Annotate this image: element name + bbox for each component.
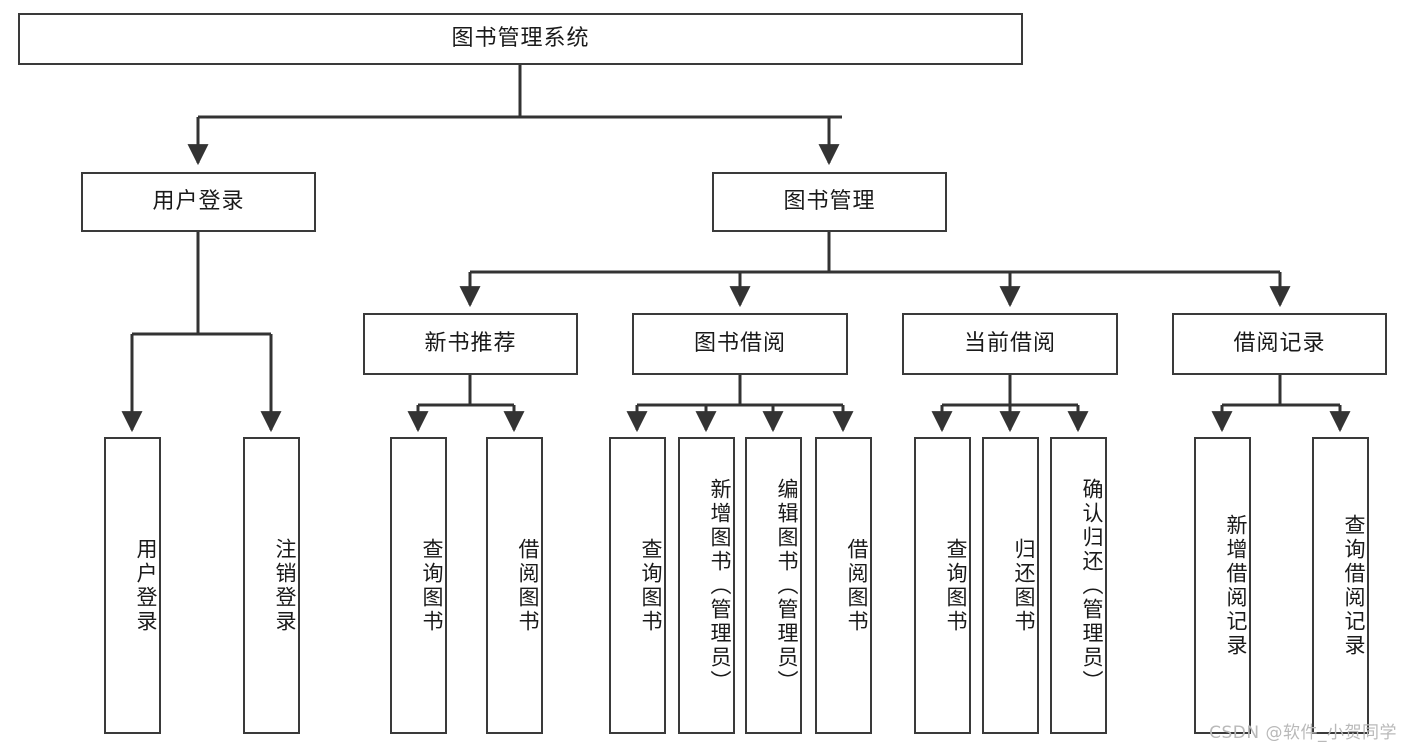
leaf-borrow-record-add[interactable]: 新增借阅记录	[1194, 437, 1251, 734]
leaf-book-borrow-edit[interactable]: 编辑图书（管理员）	[745, 437, 802, 734]
node-label: 查询借阅记录	[1342, 513, 1366, 658]
node-user-login[interactable]: 用户登录	[81, 172, 316, 232]
leaf-borrow-record-query[interactable]: 查询借阅记录	[1312, 437, 1369, 734]
leaf-current-borrow-confirm-return[interactable]: 确认归还（管理员）	[1050, 437, 1107, 734]
node-book-management[interactable]: 图书管理	[712, 172, 947, 232]
node-label: 用户登录	[152, 188, 245, 214]
leaf-new-book-query[interactable]: 查询图书	[390, 437, 447, 734]
node-label: 新增图书（管理员）	[708, 477, 732, 694]
node-book-borrow[interactable]: 图书借阅	[632, 313, 848, 375]
node-label: 确认归还（管理员）	[1080, 477, 1104, 694]
node-label: 借阅记录	[1233, 330, 1326, 356]
watermark: CSDN @软件_小贺同学	[1209, 723, 1397, 743]
leaf-user-login-login[interactable]: 用户登录	[104, 437, 161, 734]
node-label: 借阅图书	[516, 537, 540, 634]
node-label: 新书推荐	[424, 330, 517, 356]
node-label: 查询图书	[420, 537, 444, 634]
leaf-current-borrow-return[interactable]: 归还图书	[982, 437, 1039, 734]
node-label: 查询图书	[639, 537, 663, 634]
leaf-book-borrow-add[interactable]: 新增图书（管理员）	[678, 437, 735, 734]
node-label: 当前借阅	[963, 330, 1056, 356]
node-label: 借阅图书	[845, 537, 869, 634]
node-label: 编辑图书（管理员）	[775, 477, 799, 694]
leaf-new-book-borrow[interactable]: 借阅图书	[486, 437, 543, 734]
node-label: 新增借阅记录	[1224, 513, 1248, 658]
node-label: 图书管理系统	[451, 25, 590, 51]
node-label: 归还图书	[1012, 537, 1036, 634]
node-label: 用户登录	[134, 537, 158, 634]
leaf-book-borrow-query[interactable]: 查询图书	[609, 437, 666, 734]
node-borrow-record[interactable]: 借阅记录	[1172, 313, 1387, 375]
node-label: 查询图书	[944, 537, 968, 634]
node-current-borrow[interactable]: 当前借阅	[902, 313, 1118, 375]
leaf-book-borrow-borrow[interactable]: 借阅图书	[815, 437, 872, 734]
node-label: 图书借阅	[693, 330, 786, 356]
node-label: 图书管理	[783, 188, 876, 214]
leaf-current-borrow-query[interactable]: 查询图书	[914, 437, 971, 734]
node-new-book-recommend[interactable]: 新书推荐	[363, 313, 578, 375]
leaf-user-login-logout[interactable]: 注销登录	[243, 437, 300, 734]
node-book-management-system[interactable]: 图书管理系统	[18, 13, 1023, 65]
node-label: 注销登录	[273, 537, 297, 634]
